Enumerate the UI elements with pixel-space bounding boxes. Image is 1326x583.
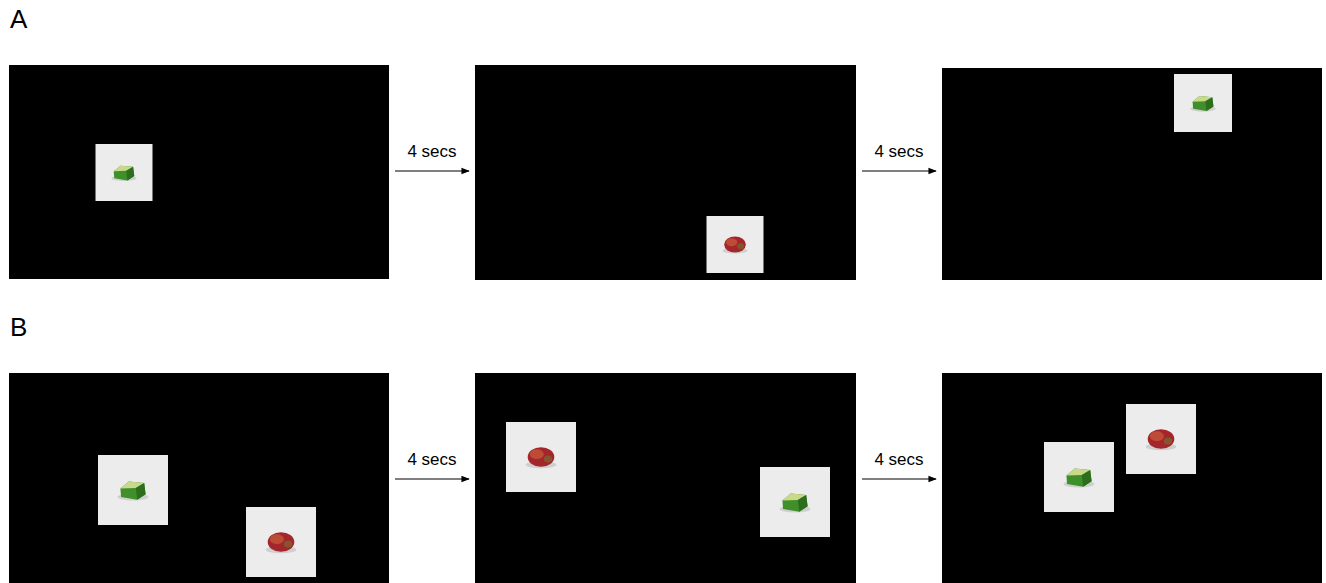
time-arrow [862, 478, 936, 479]
food-image [96, 144, 153, 201]
food-image [1126, 404, 1196, 474]
interval-label: 4 secs [407, 142, 456, 162]
time-arrow [395, 478, 469, 479]
interval-label: 4 secs [874, 142, 923, 162]
screen [942, 68, 1322, 280]
food-image [506, 422, 576, 492]
time-arrow [395, 170, 469, 171]
food-image [707, 216, 764, 273]
interval-label: 4 secs [874, 450, 923, 470]
screen [942, 373, 1322, 583]
food-image [246, 507, 316, 577]
food-image [98, 455, 168, 525]
screen [475, 373, 856, 583]
food-image [760, 467, 830, 537]
panel-letter: B [10, 313, 27, 343]
time-arrow [862, 170, 936, 171]
panel-letter: A [10, 5, 27, 35]
interval-label: 4 secs [407, 450, 456, 470]
screen [9, 373, 389, 583]
screen [9, 65, 389, 279]
food-image [1174, 74, 1232, 132]
food-image [1044, 442, 1114, 512]
screen [475, 65, 856, 280]
